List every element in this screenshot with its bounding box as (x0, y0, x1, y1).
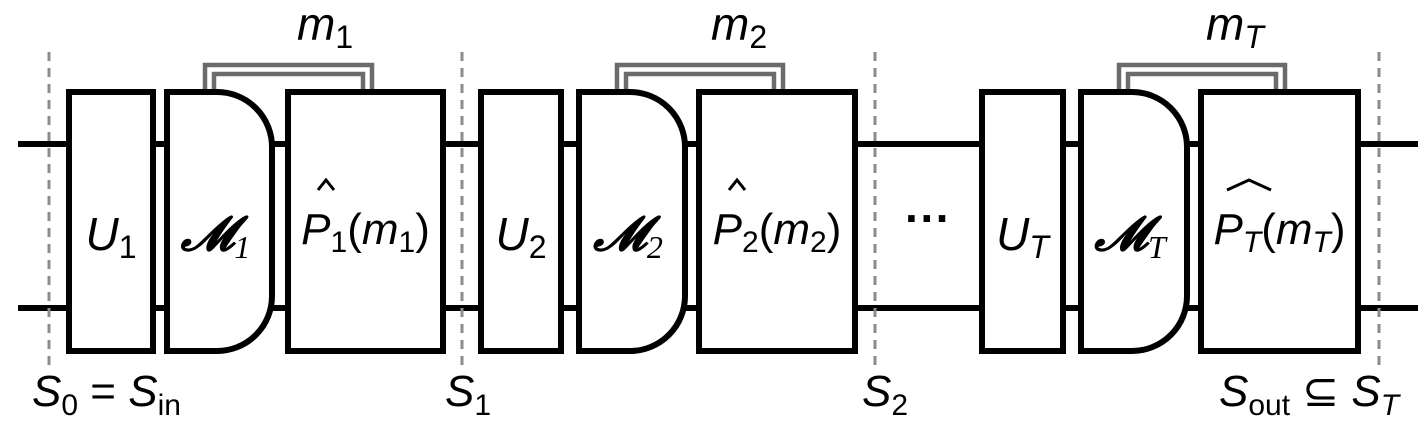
unitary-label: U2 (495, 208, 546, 265)
correction-label: P1(m1) (301, 205, 430, 259)
slice-label-1: S1 (445, 367, 491, 422)
hat-accent (316, 177, 336, 191)
correction-gate (1198, 89, 1361, 354)
classical-wire-outer (202, 62, 375, 92)
classical-wire-inner (623, 71, 777, 92)
hat-accent (727, 177, 747, 191)
ellipsis: ··· (905, 192, 951, 244)
outcome-label: m1 (297, 0, 353, 55)
correction-label: P2(m2) (713, 205, 842, 259)
measurement-gate (164, 89, 275, 354)
measurement-gate (576, 89, 688, 354)
classical-wire-inner (211, 71, 366, 92)
slice-label-3: Sout ⊆ ST (1219, 367, 1402, 422)
unitary-gate (478, 89, 564, 354)
correction-gate (285, 89, 446, 354)
correction-label: PT(mT) (1214, 205, 1346, 259)
unitary-gate (979, 89, 1066, 354)
outcome-label: m2 (711, 0, 767, 55)
slice-label-2: S2 (862, 367, 908, 422)
measurement-gate (1078, 89, 1190, 354)
correction-gate (696, 89, 858, 354)
outcome-label: mT (1206, 0, 1266, 55)
unitary-label: U1 (85, 208, 136, 265)
unitary-label: UT (996, 208, 1051, 265)
unitary-gate (66, 89, 156, 354)
classical-wire-outer (614, 62, 786, 92)
hat-accent (1226, 178, 1272, 192)
classical-wire-inner (1125, 71, 1279, 92)
slice-label-0: S0 = Sin (32, 367, 181, 422)
classical-wire-outer (1116, 62, 1288, 92)
slice-labels-layer: S0 = Sin S1 S2 Sout ⊆ ST (32, 367, 1402, 422)
